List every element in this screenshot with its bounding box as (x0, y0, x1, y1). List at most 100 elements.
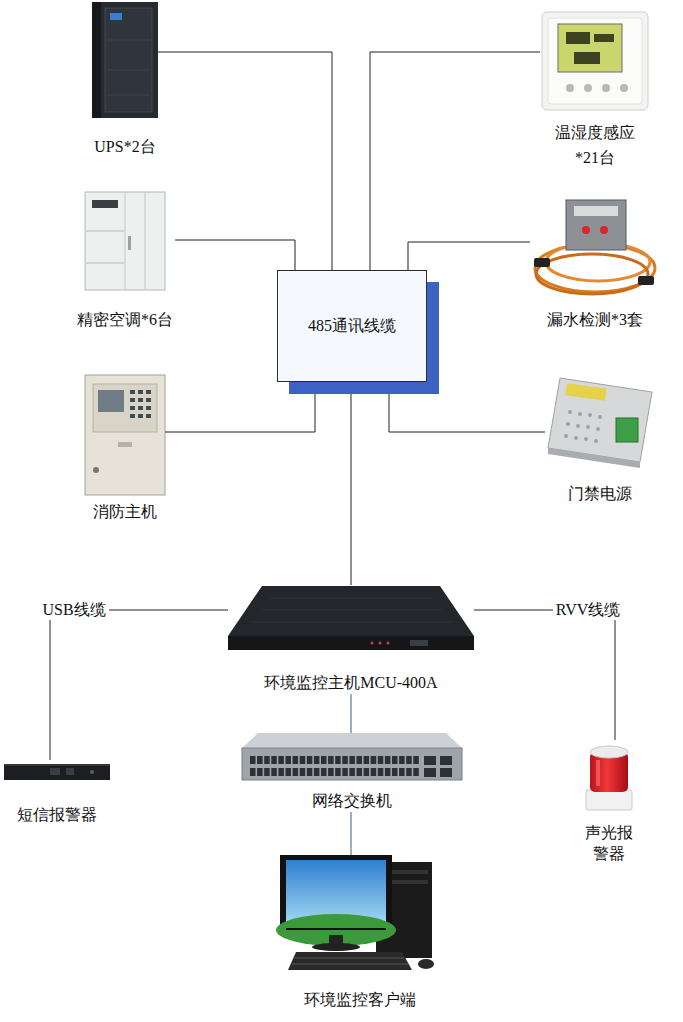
sensor-picture-part (594, 34, 614, 42)
ups-picture-part (110, 13, 122, 20)
switch-picture-part (424, 756, 436, 765)
device-node: 温湿度感应 *21台 (540, 10, 650, 170)
aircon-picture-part (92, 200, 118, 208)
mcu-picture-part (262, 610, 442, 611)
switch-picture-part (242, 748, 462, 780)
switch-picture-part (293, 756, 299, 764)
switch-picture-part (328, 768, 334, 776)
switch-picture-part (392, 756, 398, 764)
sensor-picture-part (548, 18, 642, 104)
switch-picture-part (321, 768, 327, 776)
siren-picture-part (590, 746, 628, 758)
fire-host-picture-part (138, 398, 143, 402)
power-supply-picture-part (568, 410, 572, 414)
switch-picture-part (440, 756, 452, 765)
device-caption: 环境监控客户端 (304, 989, 416, 1011)
mcu-picture-part (379, 642, 382, 645)
device-node: 消防主机 (85, 375, 165, 523)
sensor-picture-part (566, 32, 590, 44)
switch-picture-part (357, 756, 363, 764)
power-supply-picture-part (588, 413, 592, 417)
power-supply-picture-part (596, 427, 600, 431)
device-node: 环境监控客户端 (280, 855, 440, 1011)
fire-host-picture-part (93, 467, 99, 473)
aircon-picture-part (128, 236, 131, 250)
switch-picture-part (264, 768, 270, 776)
device-node: 精密空调*6台 (75, 190, 175, 331)
switch-picture-part (406, 768, 412, 776)
bus-cable (158, 52, 332, 270)
switch-picture-part (378, 768, 384, 776)
switch-picture-part (278, 756, 284, 764)
leak-detector-picture-part (574, 206, 618, 216)
aircon-picture-part (125, 192, 126, 290)
device-caption: 消防主机 (93, 501, 157, 523)
switch-picture-part (349, 756, 355, 764)
switch-picture-part (364, 756, 370, 764)
computer-picture-part (418, 959, 434, 969)
ups-picture-part (107, 40, 150, 41)
switch-picture-part (257, 756, 263, 764)
switch-picture-part (278, 768, 284, 776)
power-supply-picture (548, 378, 652, 468)
fire-host-picture (85, 375, 165, 495)
device-caption: 温湿度感应 *21台 (545, 120, 645, 170)
device-caption: 环境监控主机MCU-400A (264, 672, 437, 694)
power-supply-picture-part (566, 422, 570, 426)
mcu-picture (228, 586, 474, 650)
switch-picture-part (257, 768, 263, 776)
sms-alarm-picture-part (4, 765, 110, 766)
device-node: UPS*2台 (92, 2, 158, 158)
mcu-picture-part (410, 640, 428, 646)
fire-host-picture-part (130, 390, 151, 418)
switch-picture-part (399, 768, 405, 776)
cable-label: RVV线缆 (553, 600, 624, 620)
power-supply-picture-part (574, 436, 578, 440)
power-supply-picture-part (565, 383, 606, 400)
sensor-picture-part (566, 84, 574, 92)
power-supply-picture-part (564, 434, 568, 438)
switch-picture (242, 733, 462, 780)
bus-cable (370, 52, 540, 270)
mcu-picture-part (228, 586, 474, 636)
device-caption: 漏水检测*3套 (547, 309, 643, 331)
switch-picture-part (271, 756, 277, 764)
ups-picture-part (107, 70, 150, 71)
siren-picture-part (596, 760, 600, 786)
switch-picture-part (293, 768, 299, 776)
mcu-picture-part (252, 622, 452, 623)
device-node: 门禁电源 (545, 375, 655, 505)
switch-picture-part (406, 756, 412, 764)
ups-picture (92, 2, 158, 118)
power-supply-picture-part (616, 418, 638, 442)
switch-picture-part (342, 756, 348, 764)
aircon-picture-part (86, 262, 124, 264)
fire-host-picture-part (130, 390, 135, 394)
power-supply-picture-part (576, 424, 580, 428)
power-supply-picture-part (578, 412, 582, 416)
switch-picture-part (385, 756, 391, 764)
computer-picture-part (276, 914, 396, 946)
power-supply-picture-part (586, 425, 590, 429)
switch-picture-part (371, 768, 377, 776)
leak-detector-picture-part (600, 226, 608, 234)
switch-picture-part (314, 768, 320, 776)
ups-picture-part (92, 2, 101, 118)
fire-host-picture-part (146, 406, 151, 410)
sms-alarm-picture (4, 764, 110, 780)
mcu-picture-part (371, 642, 374, 645)
device-caption: 精密空调*6台 (77, 309, 173, 331)
fire-host-picture-part (138, 406, 143, 410)
switch-picture-part (250, 756, 419, 776)
switch-picture-part (321, 756, 327, 764)
switch-picture-part (328, 756, 334, 764)
switch-picture-part (286, 768, 292, 776)
device-node: 环境监控主机MCU-400A (228, 585, 474, 694)
switch-picture-part (413, 756, 419, 764)
sms-alarm-picture-part (4, 764, 110, 780)
switch-picture-part (364, 768, 370, 776)
sensor-picture (542, 12, 648, 110)
fire-host-picture-part (118, 442, 132, 447)
